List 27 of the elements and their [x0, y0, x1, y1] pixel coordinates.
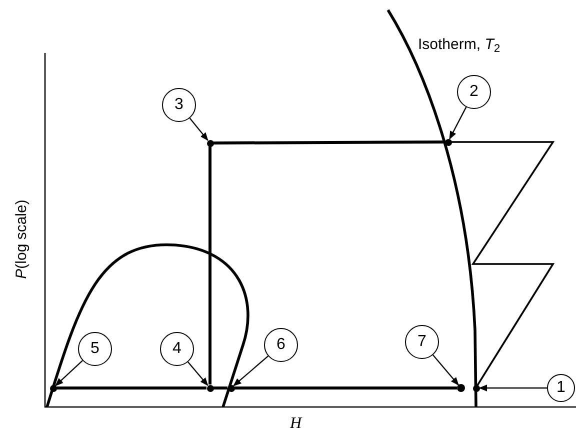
callout-number: 4 [160, 332, 194, 366]
process-line [214, 386, 228, 390]
callout-number: 5 [78, 332, 112, 366]
state-point [472, 384, 480, 392]
axis-label: H [290, 414, 302, 434]
leader-line [432, 354, 459, 386]
state-point [206, 140, 214, 146]
leader-line [188, 362, 208, 386]
process-line [214, 140, 444, 144]
leader-line [478, 384, 547, 392]
callout-number: 7 [405, 325, 439, 359]
process-line [234, 386, 457, 390]
callout-number: 2 [457, 75, 491, 109]
callout-number: 3 [162, 88, 196, 122]
process-line [56, 386, 206, 390]
leader-line [54, 360, 83, 386]
leader-line [189, 118, 208, 141]
curve-label: Isotherm, T$_{2}$ [418, 35, 500, 56]
state-point [206, 384, 214, 392]
state-point [457, 384, 465, 392]
state-point [50, 384, 56, 392]
callout-number: 6 [264, 328, 298, 362]
process-line [208, 146, 212, 384]
leader-line [449, 106, 467, 140]
leader-line [233, 356, 268, 386]
callout-number: 1 [547, 374, 575, 402]
axis-label: P(log scale) [12, 198, 31, 281]
